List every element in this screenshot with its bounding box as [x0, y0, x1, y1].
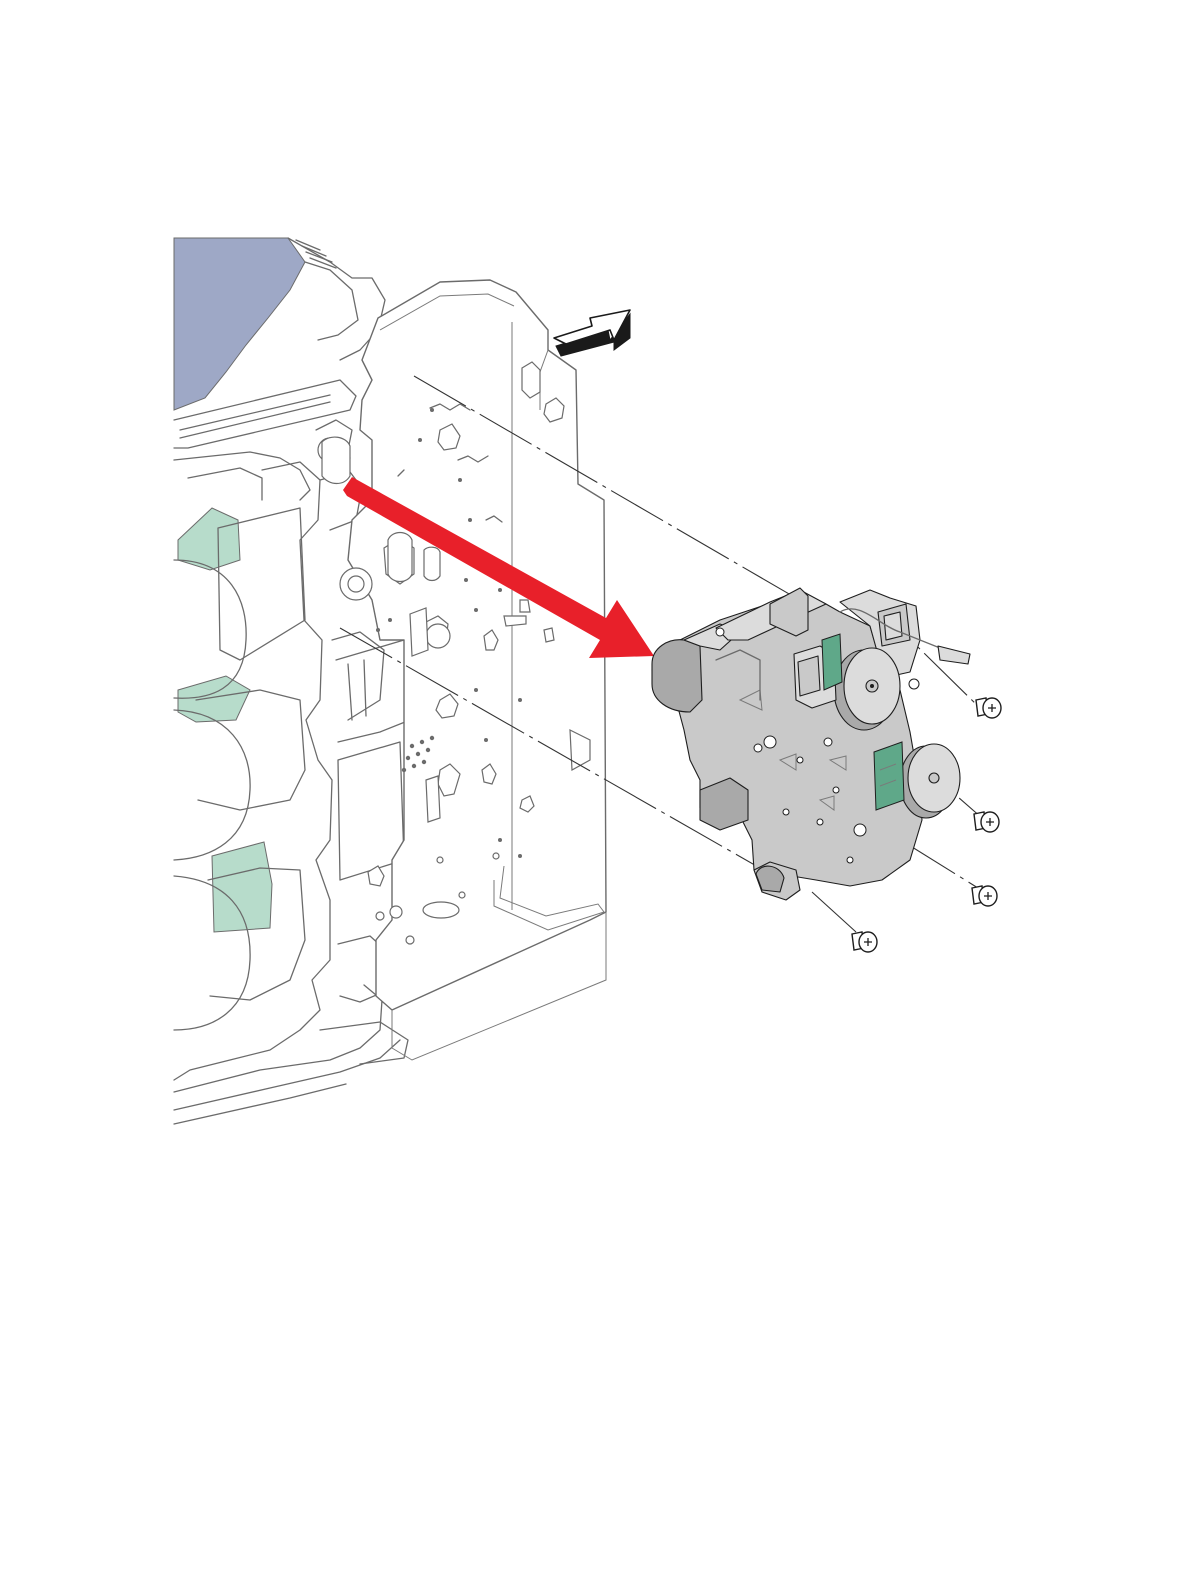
orientation-indicator-arrow	[554, 310, 630, 356]
screw-2	[974, 812, 999, 832]
lower-circuit-board	[874, 742, 904, 810]
upper-circuit-board	[822, 634, 842, 690]
screw-1	[976, 698, 1001, 718]
upper-panel	[174, 238, 305, 410]
chassis-accent-middle	[178, 676, 250, 722]
chassis-accent-lower	[212, 842, 272, 932]
screw-3	[972, 886, 997, 906]
lower-motor	[900, 744, 960, 818]
screw-4	[852, 932, 877, 952]
